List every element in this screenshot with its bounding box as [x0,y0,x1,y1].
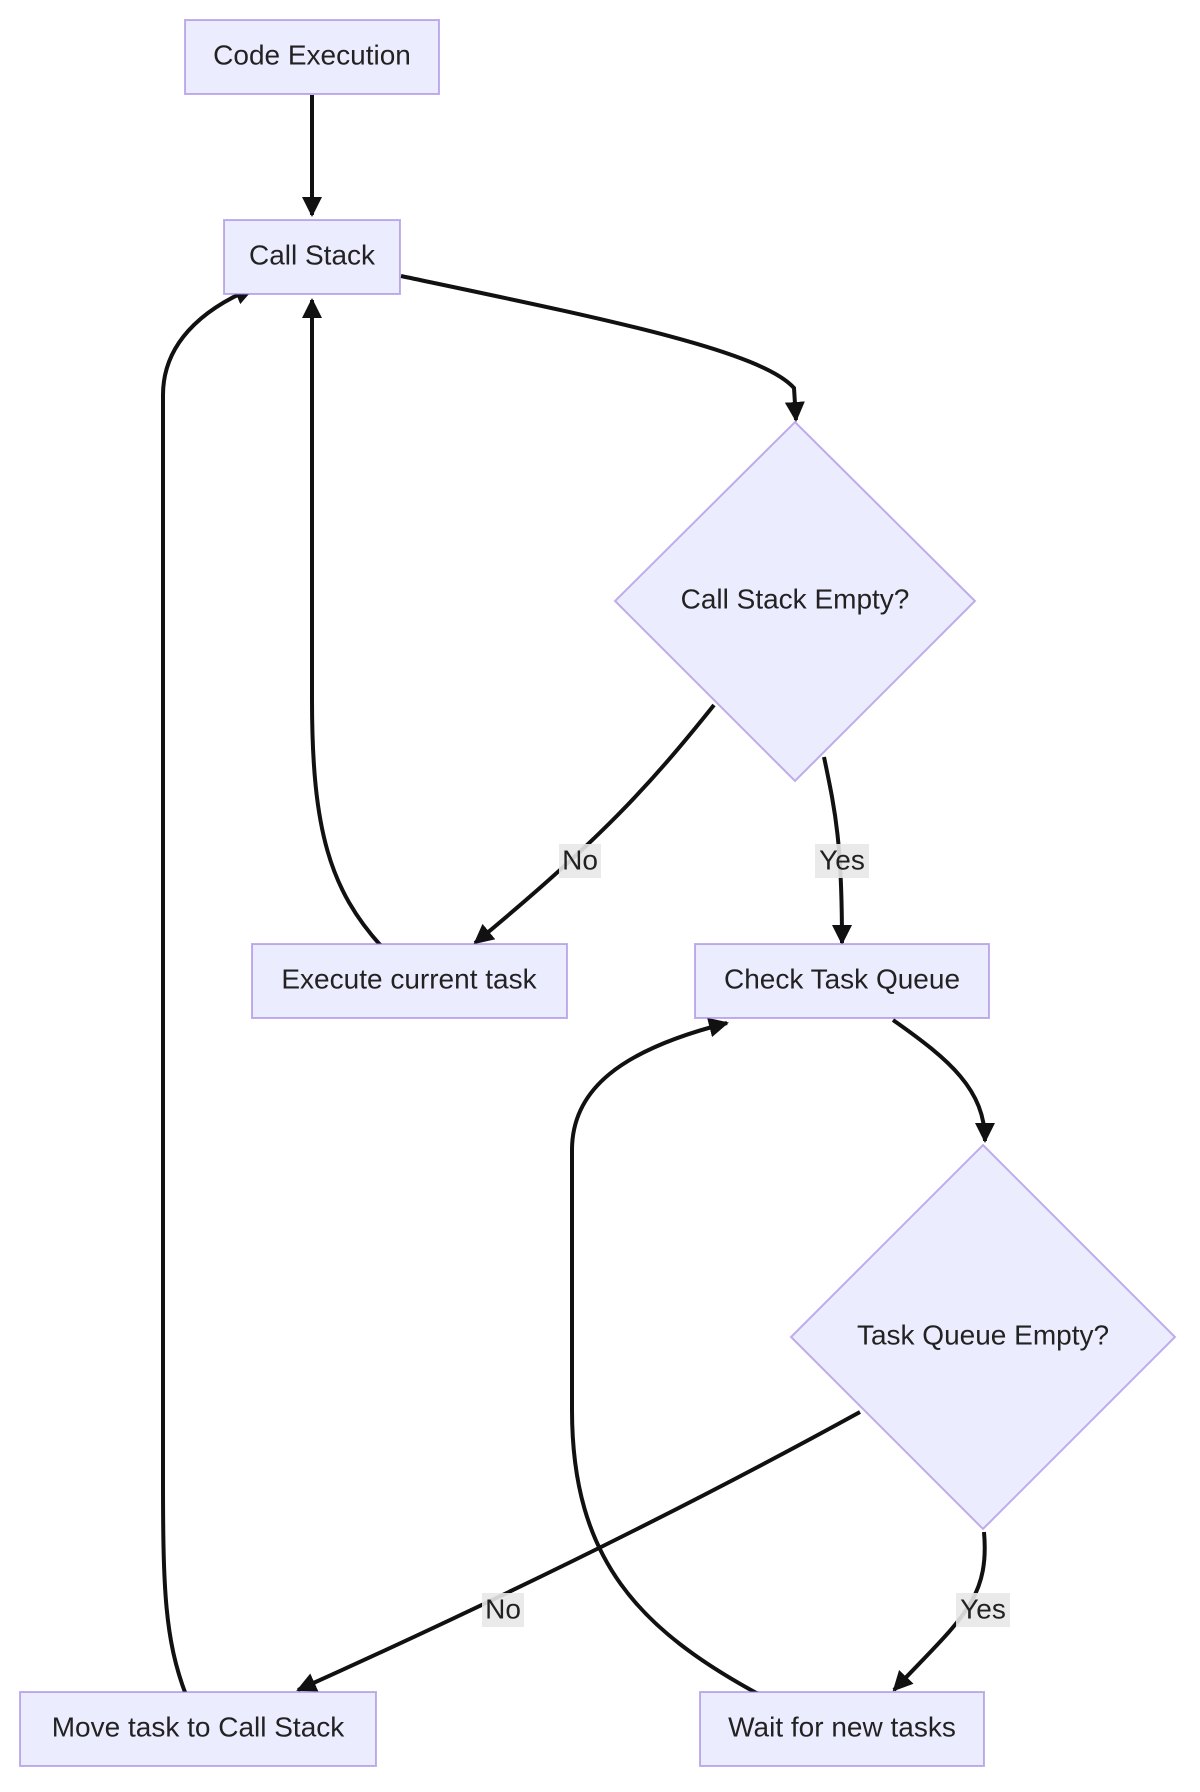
edge-wait-back-to-check-queue [570,1017,761,1697]
svg-text:Code Execution: Code Execution [213,39,411,70]
edge-label-queue-yes: Yes [956,1593,1010,1627]
edge-label-stack-yes: Yes [815,844,869,878]
edge-task-queue-empty-no-to-move-task [296,1410,861,1692]
node-call-stack-empty-decision: Call Stack Empty? [613,420,977,783]
edge-move-task-back-to-call-stack [161,285,255,1696]
edge-label-queue-no: No [482,1593,524,1627]
svg-text:Yes: Yes [960,1593,1006,1624]
svg-text:Call Stack Empty?: Call Stack Empty? [681,583,910,614]
svg-text:Wait for new tasks: Wait for new tasks [728,1711,956,1742]
svg-text:Check Task Queue: Check Task Queue [724,963,960,994]
node-check-task-queue: Check Task Queue [694,943,990,1019]
svg-text:Move task to Call Stack: Move task to Call Stack [52,1711,346,1742]
node-execute-current-task: Execute current task [251,943,568,1019]
svg-text:Yes: Yes [819,844,865,875]
edge-check-queue-to-task-queue-empty [891,1018,995,1143]
node-code-execution: Code Execution [184,19,440,95]
node-task-queue-empty-decision: Task Queue Empty? [789,1143,1177,1531]
svg-text:Call Stack: Call Stack [249,239,376,270]
svg-text:Execute current task: Execute current task [281,963,537,994]
edge-label-stack-no: No [559,844,601,878]
edge-call-stack-to-call-stack-empty [400,274,805,422]
edge-execute-back-to-call-stack [302,298,384,949]
edge-call-stack-empty-no-to-execute [473,703,716,945]
svg-text:Task Queue Empty?: Task Queue Empty? [857,1319,1109,1350]
svg-text:No: No [562,844,598,875]
svg-text:No: No [485,1593,521,1624]
edge-call-stack-empty-yes-to-check-queue [822,756,852,945]
node-move-task-to-call-stack: Move task to Call Stack [19,1691,377,1767]
node-call-stack: Call Stack [223,219,401,295]
node-wait-for-new-tasks: Wait for new tasks [699,1691,985,1767]
